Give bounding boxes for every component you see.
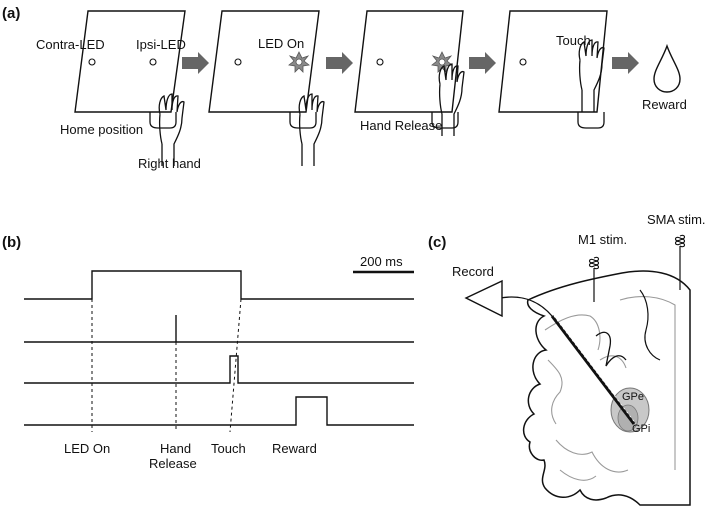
hand-release-trace	[24, 315, 414, 343]
event-release-label: Release	[149, 456, 197, 471]
gpe-label: GPe	[622, 391, 644, 403]
sma-stim-label: SMA stim.	[647, 212, 706, 227]
home-button-icon	[289, 112, 317, 129]
hand-release-label: Hand Release	[360, 118, 442, 133]
task-board-touch: Touch	[498, 10, 608, 129]
medial-sulcus	[639, 289, 661, 361]
contra-led-icon	[234, 58, 242, 66]
central-sulcus	[595, 331, 627, 367]
home-button-icon	[577, 112, 605, 129]
panel-b: (b) 200 ms LED On Hand Release Touch Rew…	[2, 234, 414, 471]
task-board-hand-release: Hand Release	[354, 10, 465, 137]
home-button-icon	[149, 112, 177, 129]
reward-drop: Reward	[642, 43, 687, 112]
task-board-led-on: LED On	[208, 10, 325, 167]
home-button-icon	[431, 112, 459, 129]
arrow-icon	[182, 52, 209, 74]
panel-c: (c) GPe GPi Record M1 stim. SMA stim.	[428, 212, 706, 506]
touch-label: Touch	[556, 33, 591, 48]
arrow-icon	[326, 52, 353, 74]
panel-b-label: (b)	[2, 234, 21, 251]
contra-led-icon	[88, 58, 96, 66]
task-panel	[498, 10, 608, 113]
m1-stim-label: M1 stim.	[578, 232, 627, 247]
home-position-label: Home position	[60, 122, 143, 137]
event-touch-label: Touch	[211, 441, 246, 456]
task-panel	[74, 10, 186, 113]
panel-a-label: (a)	[2, 5, 20, 22]
gpi-label: GPi	[632, 423, 650, 435]
amplifier-icon	[464, 279, 503, 318]
led-on-label: LED On	[258, 36, 304, 51]
ipsi-led-label: Ipsi-LED	[136, 37, 186, 52]
panel-c-label: (c)	[428, 234, 446, 251]
task-panel	[354, 10, 464, 113]
arrow-icon	[612, 52, 639, 74]
event-led-on-label: LED On	[64, 441, 110, 456]
gyri-contours	[544, 296, 676, 481]
scale-bar-label: 200 ms	[360, 254, 403, 269]
right-hand-label: Right hand	[138, 156, 201, 171]
task-board-home: Contra-LED Ipsi-LED Home position Right …	[36, 10, 201, 171]
reward-trace	[24, 396, 414, 426]
recording-electrode	[550, 315, 636, 425]
contra-led-icon	[376, 58, 384, 66]
arrow-icon	[469, 52, 496, 74]
reward-label: Reward	[642, 97, 687, 112]
led-trace	[24, 270, 414, 300]
sma-stim-coil-icon	[674, 234, 686, 248]
panel-a: (a) Contra-LED Ipsi-LED Home position Ri…	[2, 5, 687, 171]
record-label: Record	[452, 264, 494, 279]
task-panel	[208, 10, 320, 113]
contra-led-label: Contra-LED	[36, 37, 105, 52]
contra-led-icon	[519, 58, 527, 66]
ipsi-led-icon	[149, 58, 157, 66]
touch-marker	[229, 298, 242, 433]
event-hand-label: Hand	[160, 441, 191, 456]
event-reward-label: Reward	[272, 441, 317, 456]
touch-trace	[24, 355, 414, 384]
m1-stim-coil-icon	[588, 256, 600, 270]
electrode-wire	[499, 296, 553, 317]
water-drop-icon	[653, 43, 681, 93]
